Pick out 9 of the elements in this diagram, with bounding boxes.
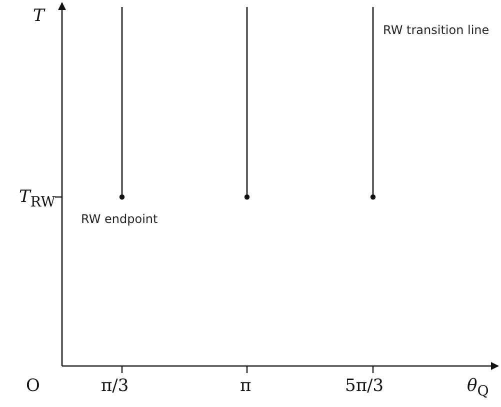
line-label: RW transition line <box>383 23 490 37</box>
tick-label: O <box>26 376 40 396</box>
axis-label: T <box>33 6 44 26</box>
axis-label: θ$_{Q}$ <box>467 376 489 402</box>
tick-label: 5π/3 <box>345 376 384 396</box>
tick-label: T$_{RW}$ <box>19 187 56 212</box>
point-label: RW endpoint <box>81 212 158 226</box>
tick-label: π/3 <box>101 376 129 396</box>
tick-label: π <box>240 376 252 396</box>
